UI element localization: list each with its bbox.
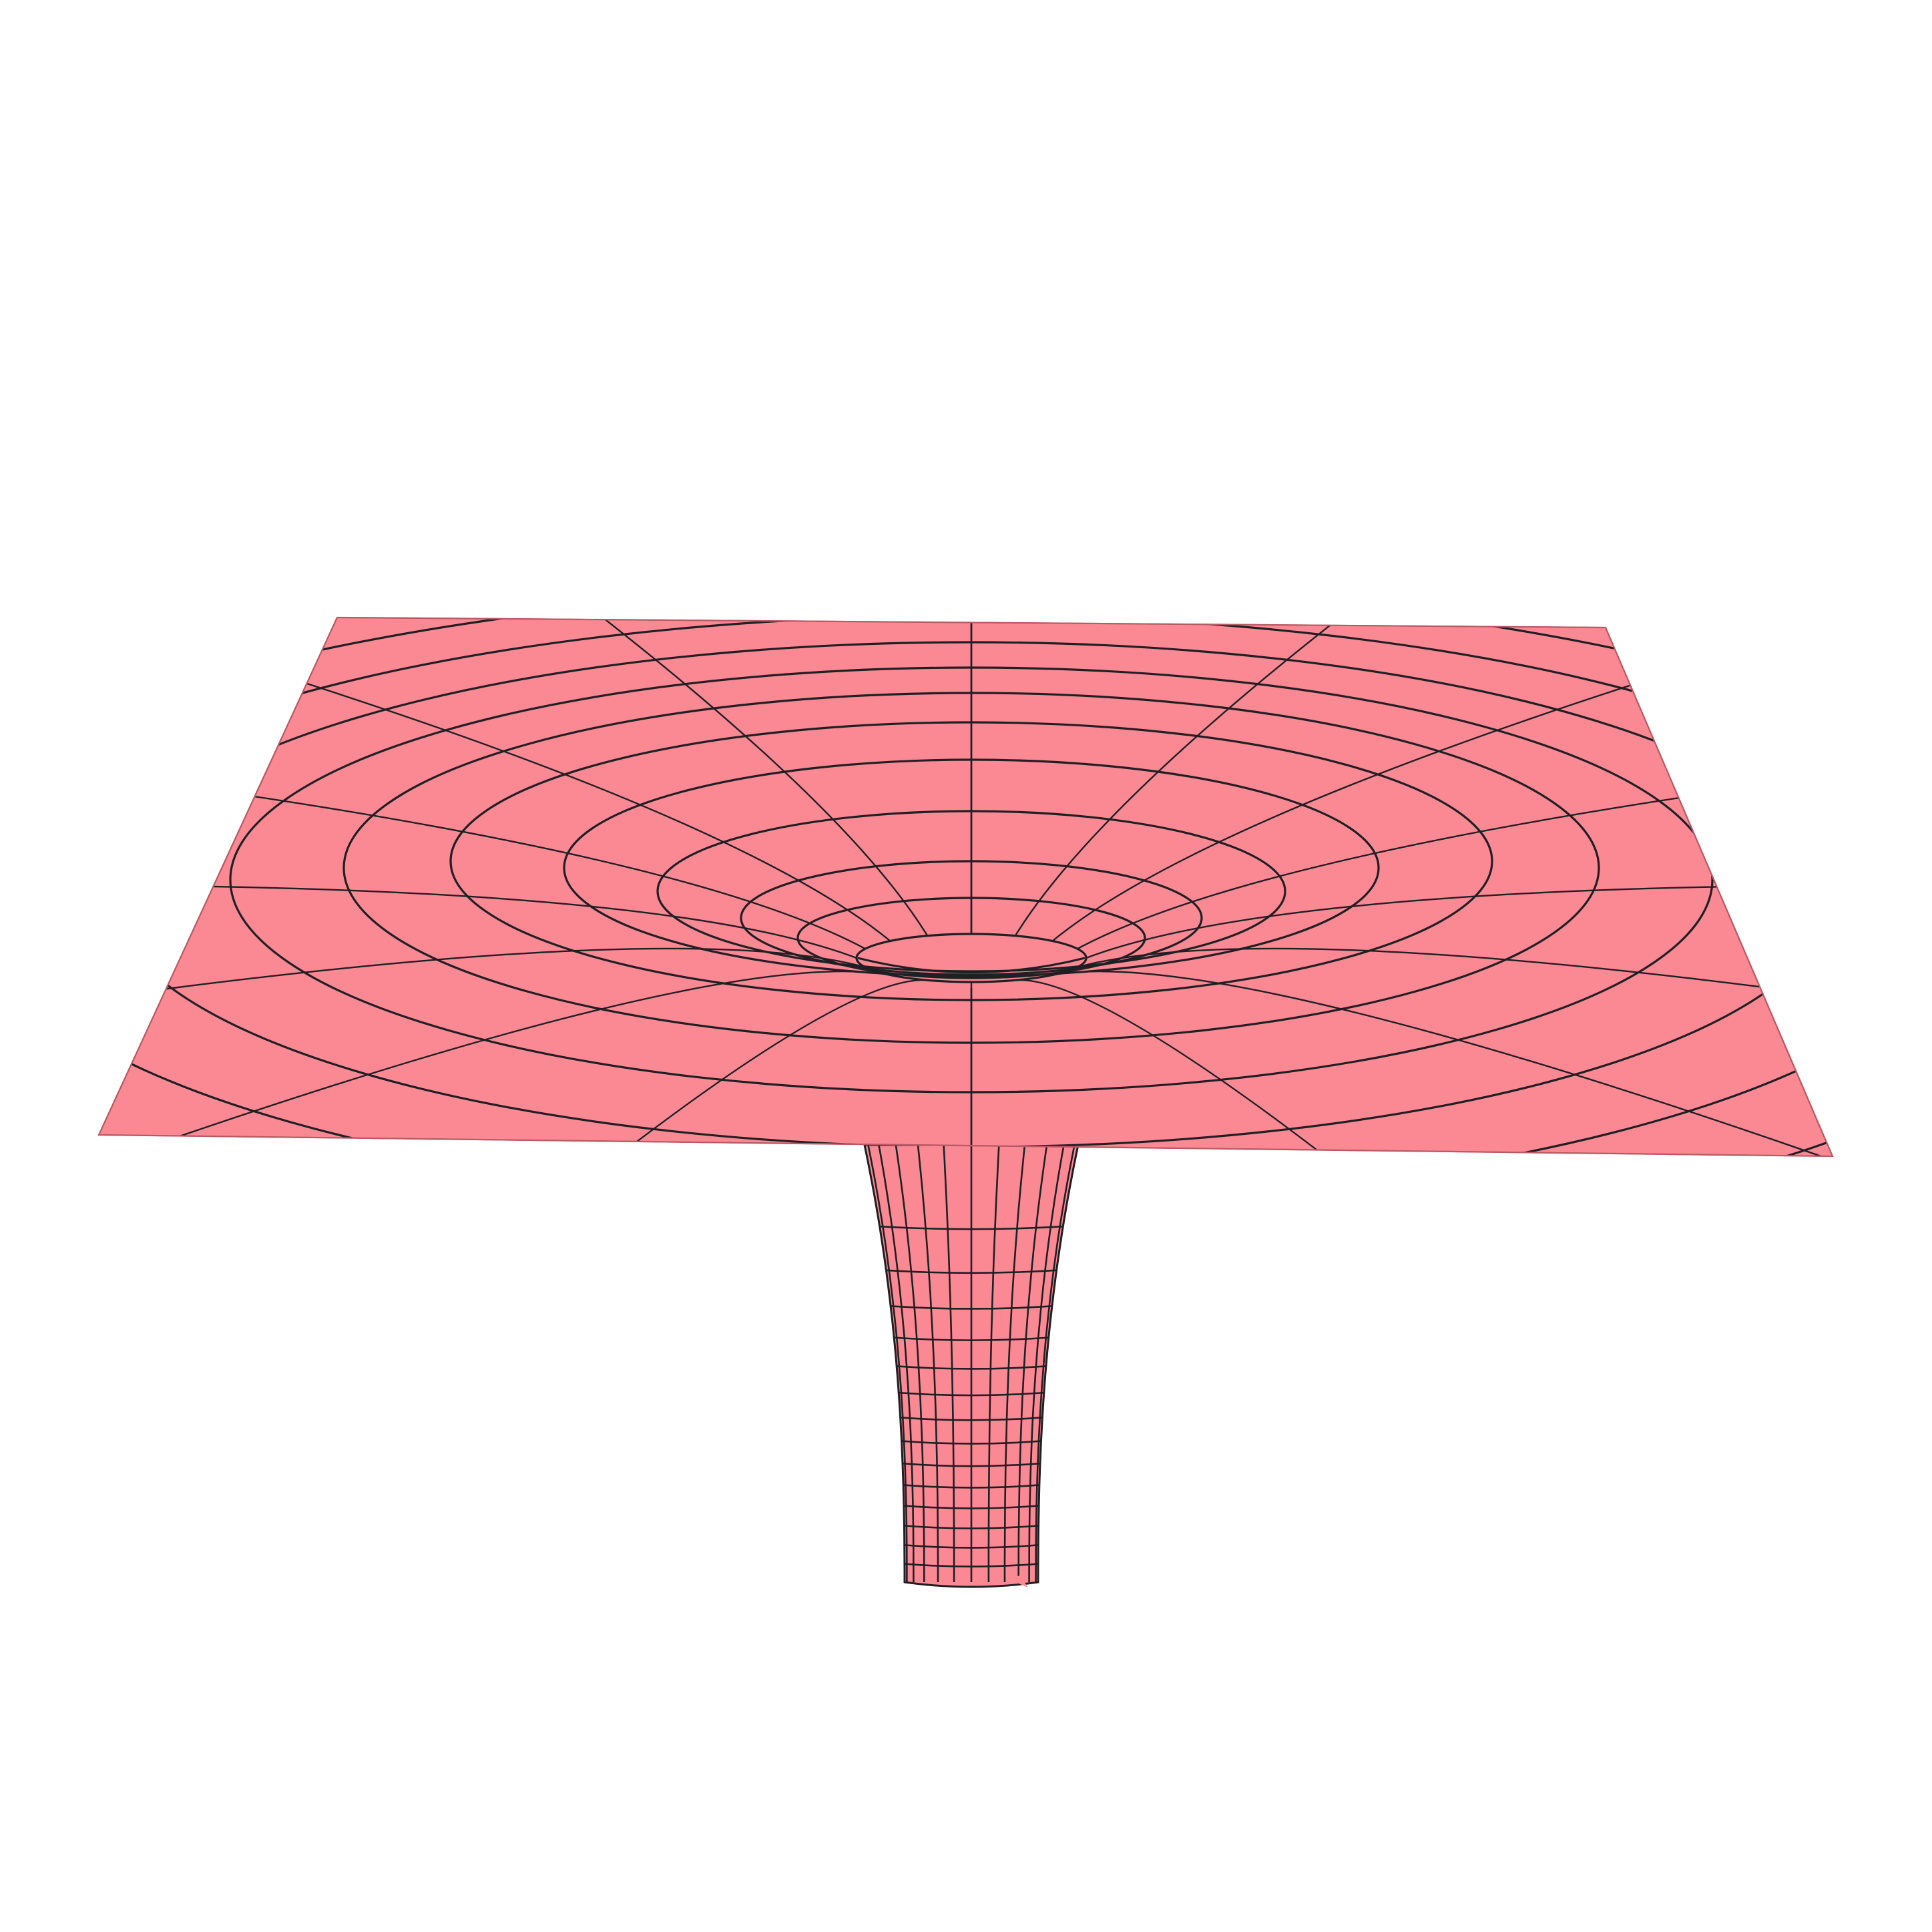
- throat-rim: [857, 957, 1085, 974]
- sheet-spoke: [99, 947, 866, 1118]
- sheet-border: [97, 616, 1834, 1158]
- sheet-spoke: [99, 970, 891, 1156]
- sheet-grid: [99, 618, 1833, 1156]
- tube-meridian: [895, 1144, 925, 1582]
- funnel-throat-tube: [863, 1144, 1079, 1588]
- sheet-spoke: [1085, 884, 1833, 959]
- curved-sheet: [97, 616, 1834, 1158]
- tube-meridian: [1003, 1144, 1026, 1582]
- tube-meridian: [1028, 1144, 1065, 1582]
- sheet-spoke: [1015, 979, 1636, 1156]
- sheet-spoke: [306, 618, 929, 937]
- sheet-spoke: [1014, 618, 1636, 937]
- tube-meridian: [867, 1144, 908, 1582]
- sheet-spoke: [99, 698, 866, 950]
- sheet-spoke: [1077, 698, 1833, 950]
- sheet-spoke: [99, 884, 857, 959]
- tube-edge-fragment: [1008, 1576, 1028, 1588]
- sheet-spoke: [99, 618, 891, 942]
- tube-meridian: [1017, 1144, 1048, 1582]
- tube-meridian: [987, 1144, 1000, 1582]
- tube-meridian: [917, 1144, 939, 1582]
- sheet-spoke: [1077, 947, 1833, 1118]
- sheet-spoke: [1052, 970, 1833, 1156]
- tube-meridian: [878, 1144, 915, 1582]
- tube-meridian: [1035, 1144, 1075, 1582]
- sheet-spoke: [306, 979, 928, 1156]
- sheet-spoke: [1051, 618, 1833, 942]
- tube-meridian: [943, 1144, 955, 1582]
